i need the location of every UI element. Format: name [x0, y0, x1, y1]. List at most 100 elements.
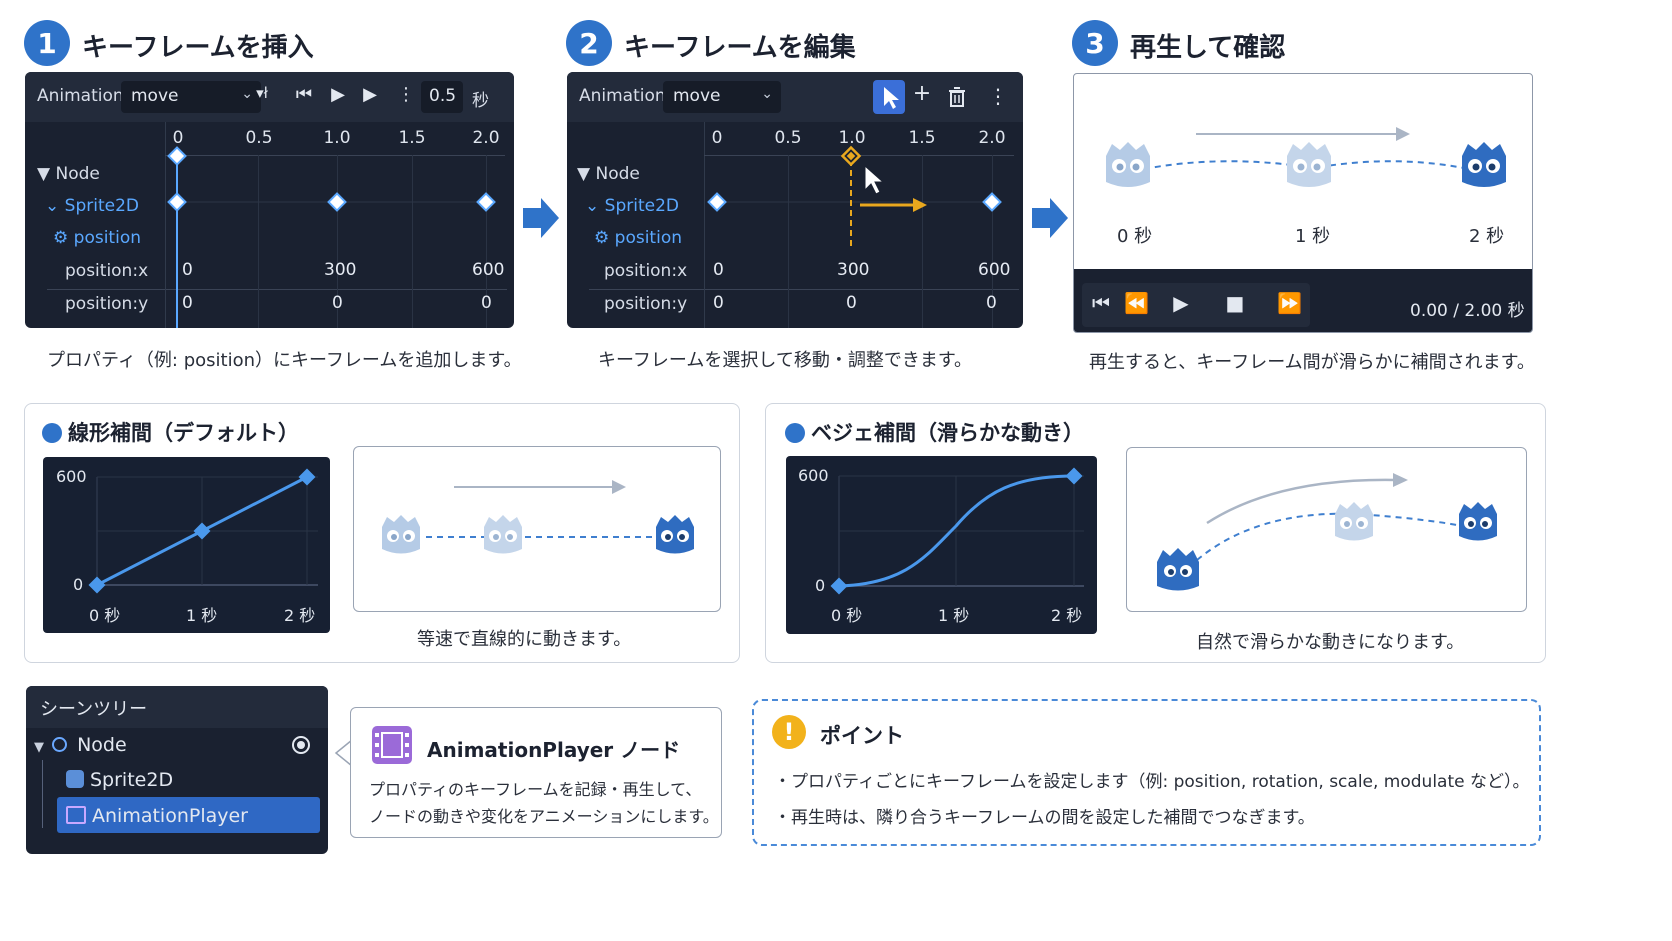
- warning-icon: !: [772, 715, 806, 749]
- play-icon[interactable]: ▶: [1173, 291, 1189, 315]
- point-box: ! ポイント ・プロパティごとにキーフレームを設定します（例: position…: [752, 699, 1541, 846]
- step-2-badge: 2: [566, 20, 612, 66]
- play-backward-icon[interactable]: ▶: [331, 84, 345, 105]
- tree-position-track[interactable]: ⚙ position: [594, 228, 682, 248]
- skip-start-icon[interactable]: ⏮: [295, 84, 313, 105]
- arrow-right-icon: [523, 198, 559, 238]
- x-axis-label: 1 秒: [938, 606, 970, 625]
- time-readout: 0.00 / 2.00 秒: [1410, 301, 1525, 321]
- ruler-tick: 2.0: [472, 128, 500, 148]
- bezier-graph: 600 0 0 秒 1 秒 2 秒: [786, 456, 1097, 634]
- more-vertical-icon[interactable]: ⋮: [397, 84, 415, 105]
- animation-label: Animation: [579, 86, 666, 106]
- time-label: 2 秒: [1469, 226, 1505, 247]
- bezier-motion-diagram: [1196, 473, 1458, 561]
- play-icon[interactable]: ▶: [363, 84, 377, 105]
- rewind-icon[interactable]: ⏪: [1124, 291, 1149, 315]
- node-circle-icon: [52, 737, 68, 752]
- x-axis-label: 0 秒: [831, 606, 863, 625]
- animationplayer-icon: [66, 806, 86, 824]
- add-icon[interactable]: +: [912, 81, 932, 106]
- grid-line: [922, 155, 923, 328]
- grid-line: [486, 155, 487, 328]
- value-x-1: 300: [324, 260, 357, 280]
- keyframe-track: [707, 145, 1002, 248]
- ruler-tick: 1.0: [838, 128, 866, 148]
- animation-editor-insert: Animation move ⌄ ▾ł ⏮ ▶ ▶ ⋮ 0.5 秒 ▼ Node…: [25, 72, 514, 328]
- tree-position-track[interactable]: ⚙ position: [53, 228, 141, 248]
- bezier-caption: 自然で滑らかな動きになります。: [1196, 632, 1465, 653]
- stop-icon[interactable]: ■: [1225, 291, 1245, 315]
- y-axis-min: 0: [73, 575, 84, 594]
- godot-robot-icon: [1462, 142, 1506, 187]
- callout-line-1: プロパティのキーフレームを記録・再生して、: [369, 780, 702, 799]
- callout-title: AnimationPlayer ノード: [427, 738, 681, 762]
- godot-robot-icon: [656, 515, 694, 554]
- tree-position-y: position:y: [65, 294, 149, 314]
- tree-node[interactable]: ▼ Node: [577, 164, 640, 184]
- select-tool-button[interactable]: [873, 80, 905, 114]
- ruler-tick: 2.0: [978, 128, 1006, 148]
- point-title: ポイント: [820, 724, 904, 748]
- arrow-right-icon: [1032, 198, 1068, 238]
- keyframe-track: [167, 146, 496, 328]
- godot-robot-icon: [484, 515, 522, 554]
- tree-guide: [42, 760, 43, 828]
- linear-motion-diagram: [426, 480, 654, 538]
- step-3-caption: 再生すると、キーフレーム間が滑らかに補間されます。: [1089, 352, 1535, 373]
- y-axis-max: 600: [56, 467, 87, 486]
- trash-icon[interactable]: [945, 85, 969, 109]
- visibility-icon[interactable]: [292, 736, 310, 754]
- x-axis-label: 2 秒: [1051, 606, 1083, 625]
- godot-robot-icon: [1157, 548, 1199, 591]
- tree-position-x: position:x: [604, 261, 688, 281]
- playback-controls: ⏮ ⏪ ▶ ■ ⏩ 0.00 / 2.00 秒: [1074, 269, 1532, 332]
- value-x-1: 300: [837, 260, 870, 280]
- grid-line: [788, 155, 789, 328]
- skip-start-icon[interactable]: ⏮: [1092, 291, 1110, 315]
- ruler-tick: 1.5: [398, 128, 426, 148]
- bezier-motion-preview: [1126, 447, 1527, 612]
- value-y-1: 0: [332, 293, 343, 313]
- fast-forward-icon[interactable]: ⏩: [1277, 291, 1302, 315]
- snap-step-unit: 秒: [472, 91, 489, 111]
- scene-tree-panel: シーンツリー ▼ Node Sprite2D AnimationPlayer: [26, 686, 328, 854]
- insert-key-icon[interactable]: ▾ł: [256, 84, 268, 102]
- scene-animationplayer-row[interactable]: AnimationPlayer: [66, 805, 248, 827]
- animation-select[interactable]: move ⌄: [121, 81, 261, 113]
- chevron-down-icon: ⌄: [241, 86, 253, 102]
- x-axis-label: 2 秒: [284, 606, 316, 625]
- tree-divider: [165, 122, 166, 328]
- ruler-tick: 0: [172, 128, 184, 148]
- snap-step-input[interactable]: 0.5: [421, 81, 463, 113]
- step-1-badge: 1: [24, 20, 70, 66]
- bezier-title: ベジェ補間（滑らかな動き）: [785, 417, 1084, 447]
- scene-node-row[interactable]: ▼ Node: [34, 734, 127, 756]
- step-3-badge: 3: [1072, 20, 1118, 66]
- scene-selection-highlight: [57, 797, 320, 833]
- godot-robot-icon: [1459, 502, 1497, 541]
- step-2-caption: キーフレームを選択して移動・調整できます。: [598, 350, 973, 371]
- tree-sprite2d[interactable]: ⌄ Sprite2D: [585, 196, 679, 216]
- step-3-title: 再生して確認: [1130, 33, 1286, 63]
- scene-tree-title: シーンツリー: [26, 686, 328, 728]
- linear-graph: 600 0 0 秒 1 秒 2 秒: [43, 457, 330, 633]
- linear-motion-preview: [353, 446, 721, 612]
- bezier-curve: [830, 467, 1084, 595]
- tree-sprite2d[interactable]: ⌄ Sprite2D: [45, 196, 139, 216]
- godot-robot-icon: [1335, 502, 1373, 541]
- row-divider: [589, 289, 1019, 290]
- value-x-2: 600: [472, 260, 505, 280]
- value-x-2: 600: [978, 260, 1011, 280]
- more-vertical-icon[interactable]: ⋮: [988, 84, 1008, 108]
- editor-toolbar: Animation move ⌄ ▾ł ⏮ ▶ ▶ ⋮ 0.5 秒: [25, 72, 514, 122]
- point-bullet-2: ・再生時は、隣り合うキーフレームの間を設定した補間でつなぎます。: [774, 808, 1315, 828]
- value-y-0: 0: [713, 293, 724, 313]
- tree-divider: [704, 122, 705, 328]
- animation-select[interactable]: move ⌄: [663, 81, 781, 113]
- value-y-2: 0: [481, 293, 492, 313]
- ruler-tick: 0.5: [245, 128, 273, 148]
- animation-editor-edit: Animation move ⌄ + ⋮ ▼ Node ⌄ Sprite2D ⚙…: [567, 72, 1023, 328]
- scene-sprite2d-row[interactable]: Sprite2D: [66, 769, 173, 791]
- tree-node[interactable]: ▼ Node: [37, 164, 100, 184]
